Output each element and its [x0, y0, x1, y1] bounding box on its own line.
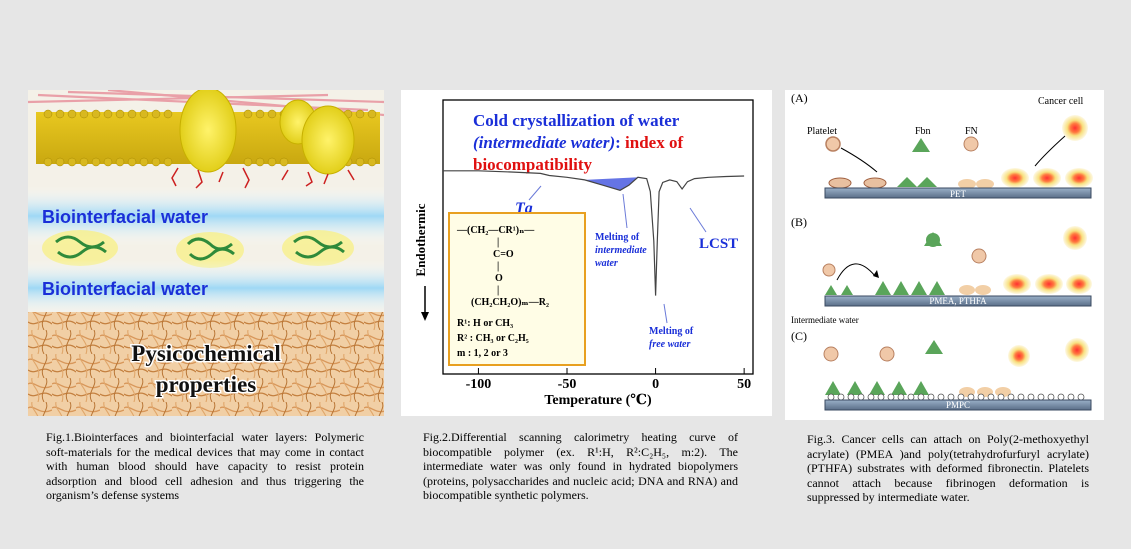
label-fn: FN [965, 126, 978, 137]
label-properties: properties [156, 372, 257, 397]
chart-title-line1: Cold crystallization of water [473, 111, 680, 130]
adsorbed-proteins [42, 230, 354, 268]
x-tick-label: 50 [737, 377, 751, 392]
chemical-structure-box: —(CH₂—CR¹)ₙ— | C=O | O | (CH₂CH₂O)ₘ—R₂ R… [448, 212, 586, 366]
fig1-illustration: Biointerfacial water Biointerfacial wate… [27, 87, 385, 416]
svg-text:Melting of: Melting of [649, 326, 694, 337]
label-fbn: Fbn [915, 126, 931, 137]
label-platelet: Platelet [807, 126, 837, 137]
fig2-caption: Fig.2.Differential scanning calorimetry … [423, 430, 738, 502]
formula-r1: R¹: H or CH₃ [457, 318, 513, 329]
annotation-intermediate-water: Melting of intermediate water [595, 232, 647, 269]
panel-label-b: (B) [791, 215, 807, 229]
svg-text:|: | [497, 261, 499, 272]
svg-text:O: O [495, 273, 503, 284]
svg-text:intermediate: intermediate [595, 245, 647, 256]
x-tick-label: 0 [652, 377, 659, 392]
fig2-panel: Cold crystallization of water (intermedi… [401, 90, 772, 416]
formula-m: m : 1, 2 or 3 [457, 348, 508, 359]
plot-frame [442, 99, 754, 375]
svg-text:|: | [497, 237, 499, 248]
x-tick-label: -50 [558, 377, 577, 392]
svg-text:C=O: C=O [493, 249, 514, 260]
fig3-panel: (A) (B) (C) Cancer cell Platelet Fbn FN [785, 90, 1104, 420]
lcst-label: LCST [699, 236, 738, 252]
fig3-illustration: (A) (B) (C) Cancer cell Platelet Fbn FN [791, 91, 1093, 411]
svg-text:PMEA, PTHFA: PMEA, PTHFA [929, 296, 987, 306]
substrate-pet [824, 187, 1092, 199]
svg-text:Melting of: Melting of [595, 232, 640, 243]
formula-r2: R² : CH₃ or C₂H₅ [457, 333, 529, 344]
svg-text:PET: PET [950, 189, 967, 199]
svg-text:PMPC: PMPC [946, 400, 970, 410]
fig1-panel: Biointerfacial water Biointerfacial wate… [27, 87, 385, 416]
fig3-caption: Fig.3. Cancer cells can attach on Poly(2… [807, 432, 1089, 504]
label-biointerfacial-water-top: Biointerfacial water [42, 207, 208, 227]
membrane-proteins [179, 87, 355, 175]
title-colon: : [615, 133, 625, 152]
x-tick-label: -100 [466, 377, 492, 392]
svg-text:(CH₂CH₂O)ₘ—R₂: (CH₂CH₂O)ₘ—R₂ [471, 297, 549, 308]
label-intermediate-water: Intermediate water [791, 315, 859, 325]
svg-text:free water: free water [649, 339, 690, 350]
annotation-free-water: Melting of free water [649, 326, 694, 350]
water-layer-bottom [28, 260, 384, 316]
fig1-caption: Fig.1.Biointerfaces and biointerfacial w… [46, 430, 364, 502]
dsc-chart: Cold crystallization of water (intermedi… [413, 99, 754, 408]
panel-b: PMEA, PTHFA Intermediate water [791, 226, 1092, 325]
chart-title-line2: (intermediate water): index of [473, 133, 683, 152]
x-axis-ticks: -100 -50 0 50 [466, 368, 751, 392]
svg-text:water: water [595, 258, 618, 269]
label-biointerfacial-water-bottom: Biointerfacial water [42, 279, 208, 299]
substrate-pmpc [824, 399, 1092, 411]
svg-text:—(CH₂—CR¹)ₙ—: —(CH₂—CR¹)ₙ— [456, 225, 535, 236]
label-physicochemical: Pysicochemical [131, 341, 280, 366]
substrate-pmea-pthfa [824, 295, 1092, 307]
panel-c: PMPC [823, 338, 1092, 411]
svg-text:|: | [497, 285, 499, 296]
chart-title-line3: biocompatibility [473, 155, 593, 174]
cancer-cell [1062, 115, 1088, 141]
lipid-heads [43, 109, 377, 167]
platelet-cell [825, 136, 841, 152]
title-index-of: index of [625, 133, 683, 152]
y-axis-label: Endothermic [413, 203, 428, 276]
label-cancer-cell: Cancer cell [1038, 96, 1083, 107]
fibronectin [963, 136, 979, 152]
title-intermediate-water: (intermediate water) [473, 133, 615, 152]
panel-a: PET [824, 115, 1093, 199]
dsc-curve [443, 170, 745, 296]
fibrinogen [912, 138, 930, 152]
panel-label-a: (A) [791, 91, 808, 105]
x-axis-label: Temperature (℃) [544, 393, 652, 408]
panel-label-c: (C) [791, 329, 807, 343]
